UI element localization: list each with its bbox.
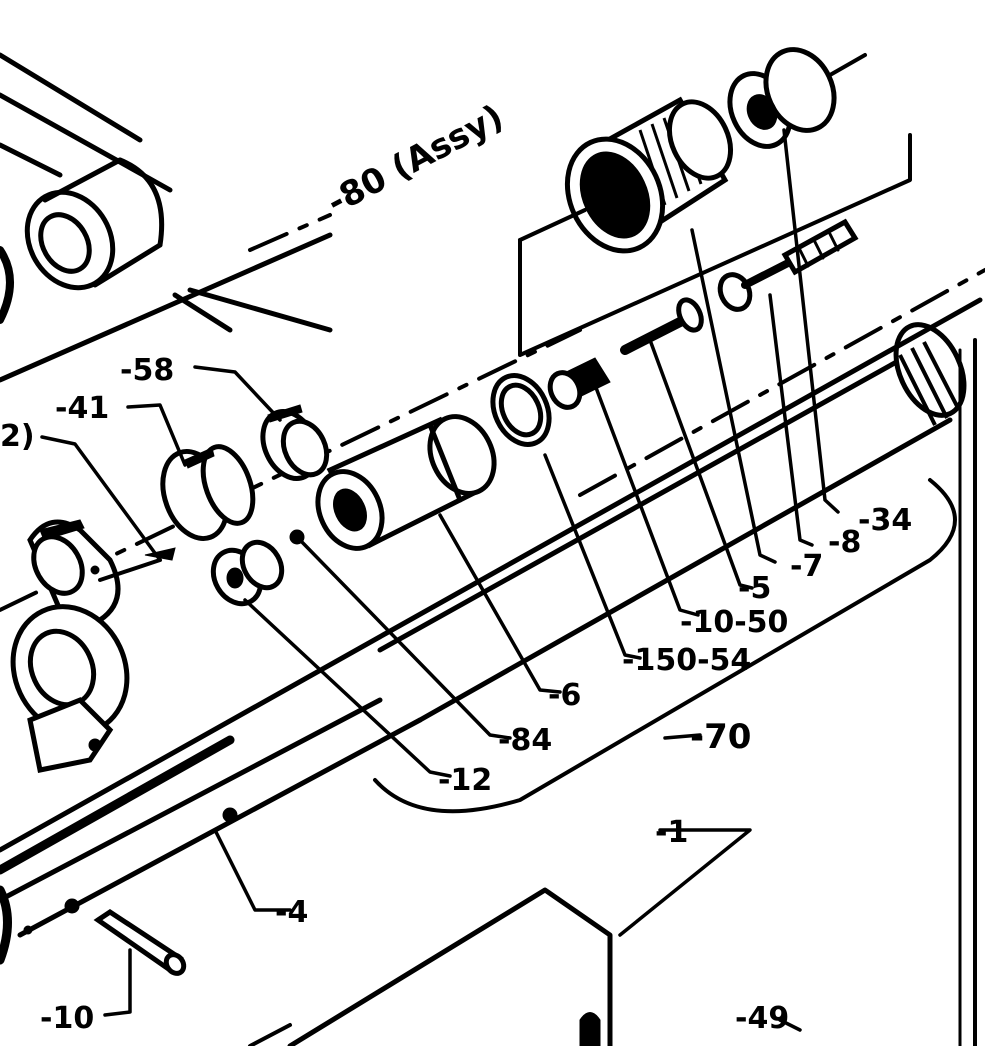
nut-10-50 [547, 357, 611, 410]
label-12: -12 [438, 763, 492, 798]
group-70-outline [373, 478, 957, 814]
cylinder-6 [315, 414, 497, 551]
label-10-50: -10-50 [680, 605, 788, 640]
assembly-bracket [518, 133, 912, 357]
label-8: -8 [828, 525, 861, 560]
end-cap-34 [727, 47, 867, 149]
bottom-frame [248, 887, 613, 1046]
label-58: -58 [120, 353, 174, 388]
lower-housing [0, 297, 983, 1046]
label-10: -10 [40, 1001, 94, 1036]
label-80-assy: -80 (Assy) [320, 97, 509, 223]
label-7: -7 [790, 549, 823, 584]
label-84: -84 [498, 723, 552, 758]
pin-7 [717, 258, 794, 312]
label-1: -1 [655, 815, 688, 850]
bushing-58 [260, 404, 330, 481]
label-2: 2) [0, 419, 35, 454]
label-49: -49 [735, 1001, 789, 1036]
left-housing-upper [0, 52, 333, 383]
label-4: -4 [275, 895, 308, 930]
label-150-54: -150-54 [622, 643, 751, 678]
clamp-bracket [10, 519, 176, 773]
leader-lines [40, 128, 840, 1032]
label-34: -34 [858, 503, 912, 538]
screw-5 [620, 297, 704, 355]
label-6: -6 [548, 678, 581, 713]
knurled-knob [564, 96, 733, 254]
nut-12 [210, 539, 285, 607]
label-41: -41 [55, 391, 109, 426]
label-5: -5 [738, 571, 771, 606]
spring-8 [781, 218, 859, 276]
label-70: -70 [690, 717, 751, 757]
bushing-41 [160, 444, 256, 542]
ring-150-54 [490, 373, 552, 447]
pin-10 [93, 909, 187, 976]
